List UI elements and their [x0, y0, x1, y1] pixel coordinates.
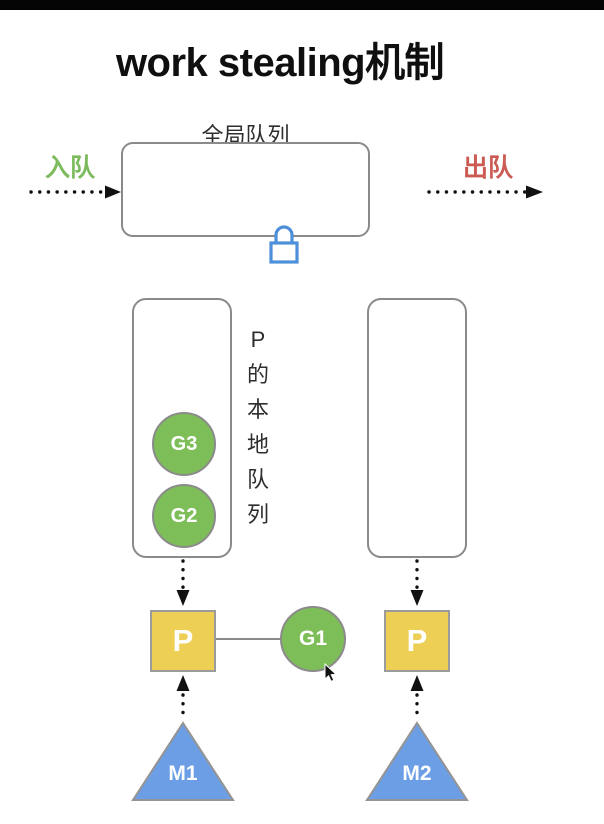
dequeue-label: 出队 [462, 154, 513, 182]
global-queue-box [121, 142, 370, 237]
machine-m2-label: M2 [402, 762, 432, 785]
machine-m1-label: M1 [168, 762, 198, 785]
processor-p-right: P [384, 610, 450, 672]
processor-goroutine-connector-line [216, 638, 280, 640]
goroutine-g3-label: G3 [170, 432, 198, 455]
enqueue-dotted-arrow-icon [29, 185, 121, 199]
queue-to-processor-arrow-left-icon [176, 559, 190, 606]
goroutine-g2: G2 [152, 484, 216, 548]
mouse-cursor-icon [322, 662, 338, 683]
local-queue-box-right [367, 298, 467, 558]
machine-to-processor-arrow-left-icon [176, 675, 190, 722]
enqueue-label: 入队 [44, 154, 95, 182]
goroutine-g3: G3 [152, 412, 216, 476]
processor-p-right-label: P [406, 623, 428, 658]
processor-p-left: P [150, 610, 216, 672]
machine-m2-triangle: M2 [365, 720, 469, 802]
machine-to-processor-arrow-right-icon [410, 675, 424, 722]
goroutine-g2-label: G2 [170, 504, 198, 527]
lock-icon [263, 219, 305, 265]
queue-to-processor-arrow-right-icon [410, 559, 424, 606]
local-queue-caption: P的本地队列 [246, 327, 269, 527]
goroutine-g1: G1 [280, 606, 346, 672]
page-title: work stealing机制 [115, 41, 445, 85]
letterbox-top-bar [0, 0, 604, 10]
dequeue-dotted-arrow-icon [427, 185, 543, 199]
processor-p-left-label: P [172, 623, 194, 658]
goroutine-g1-label: G1 [298, 627, 327, 650]
triangle-icon [365, 721, 469, 801]
triangle-icon [131, 721, 235, 801]
machine-m1-triangle: M1 [131, 720, 235, 802]
